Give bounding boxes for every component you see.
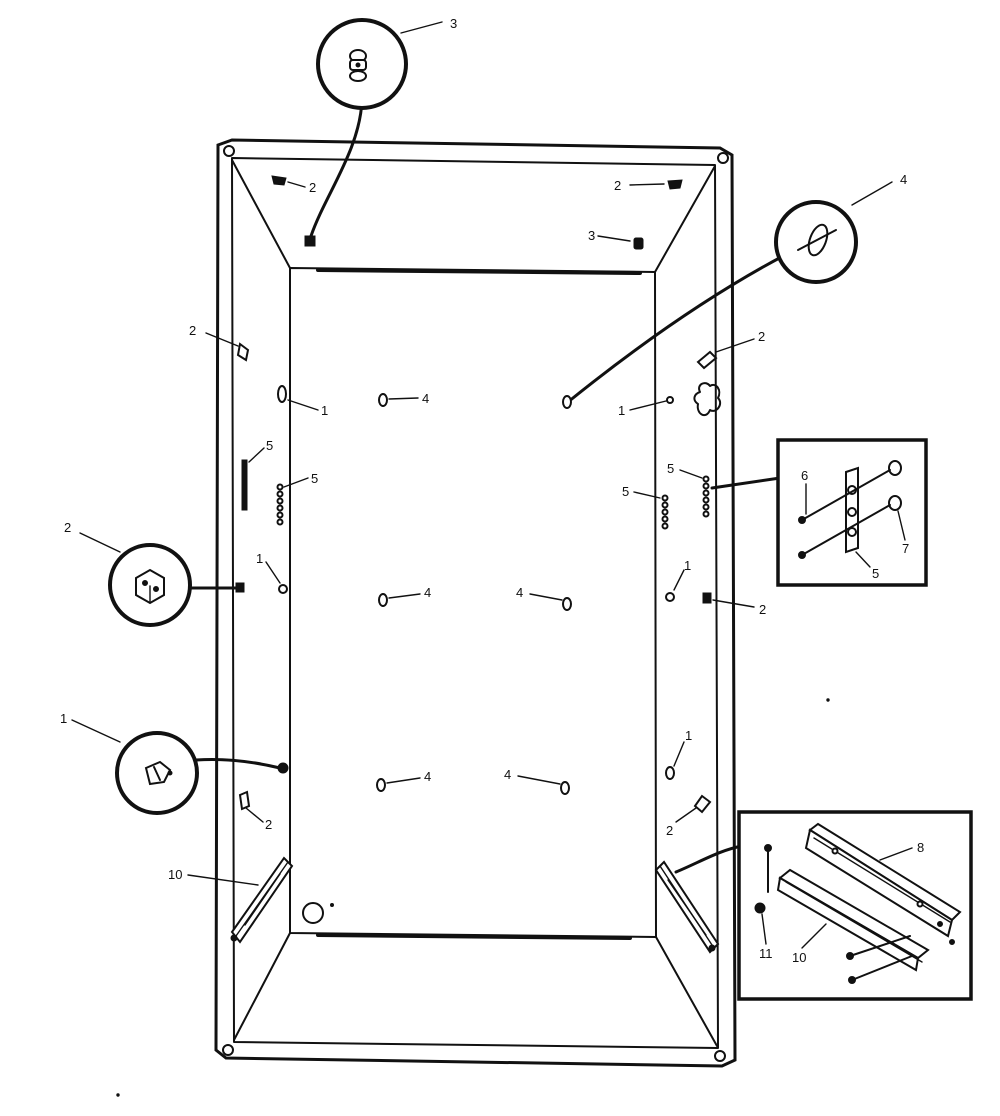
label-right-strip-b: 5 — [622, 484, 629, 499]
label-top-clip-right: 2 — [614, 178, 621, 193]
callout-right: 4 — [566, 172, 907, 404]
label-inset-rail-bottom: 10 — [792, 950, 806, 965]
left-dot-strip — [276, 483, 284, 526]
plug-icon — [349, 49, 367, 82]
inset-strip-detail: 6 7 5 — [710, 438, 928, 587]
cabinet-frame — [214, 138, 737, 1068]
back-fastener-r2-left — [378, 593, 388, 607]
callout-left-upper: 2 — [64, 520, 245, 627]
back-fastener-r1-right — [562, 395, 572, 409]
label-right-hinge-lower: 1 — [685, 728, 692, 743]
back-fastener-r3-right — [560, 781, 570, 795]
label-inset-stud-right: 7 — [902, 541, 909, 556]
right-dot-strip-a — [702, 475, 710, 518]
label-left-clip-upper: 2 — [189, 323, 196, 338]
label-right-clip-upper: 2 — [758, 329, 765, 344]
back-fastener-r1-left — [378, 393, 388, 407]
label-back-r2-right: 4 — [516, 585, 523, 600]
back-fastener-r2-right — [562, 597, 572, 611]
label-back-r3-right: 4 — [504, 767, 511, 782]
right-panel-parts: 2 1 5 5 1 — [618, 329, 766, 954]
callout-left-lower: 1 — [60, 711, 289, 815]
label-inset-strip: 5 — [872, 566, 879, 581]
left-hinge-mid — [278, 584, 288, 594]
top-panel-parts: 2 2 3 — [271, 175, 683, 250]
label-left-dot-strip: 5 — [311, 471, 318, 486]
label-inset-screw-left: 11 — [759, 946, 773, 961]
label-callout-right: 4 — [900, 172, 907, 187]
right-dot-strip-b — [661, 494, 669, 530]
left-clip-lower — [238, 790, 251, 811]
hinge-icon — [144, 760, 173, 786]
label-right-hinge-upper: 1 — [618, 403, 625, 418]
back-fastener-r3-left — [376, 778, 386, 792]
left-clip-upper — [236, 342, 250, 362]
label-callout-left-upper: 2 — [64, 520, 71, 535]
label-left-hinge-mid: 1 — [256, 551, 263, 566]
block-icon — [135, 568, 165, 605]
label-left-clip-lower: 2 — [265, 817, 272, 832]
back-panel-parts: 4 4 4 4 4 — [376, 391, 572, 795]
top-square-plug — [304, 235, 316, 247]
right-hinge-upper — [666, 396, 674, 404]
top-plug — [633, 237, 644, 250]
label-callout-left-lower: 1 — [60, 711, 67, 726]
right-clip-mid — [702, 592, 712, 604]
left-rail — [230, 856, 294, 944]
label-right-clip-mid: 2 — [759, 602, 766, 617]
label-left-hinge-upper: 1 — [321, 403, 328, 418]
label-right-clip-lower: 2 — [666, 823, 673, 838]
right-wall-cutout — [693, 382, 722, 417]
inset-rail-detail: 8 11 10 — [674, 810, 973, 1001]
label-top-plug: 3 — [588, 228, 595, 243]
label-left-rail: 10 — [168, 867, 182, 882]
top-clip-right — [667, 179, 683, 190]
right-rail — [654, 860, 720, 954]
label-callout-top: 3 — [450, 16, 457, 31]
label-right-hinge-mid: 1 — [684, 558, 691, 573]
label-inset-rail-top: 8 — [917, 840, 924, 855]
right-hinge-mid — [665, 592, 675, 602]
left-hinge-upper — [277, 385, 287, 403]
left-panel-parts: 2 1 5 5 1 2 — [168, 323, 328, 944]
right-clip-lower — [693, 794, 712, 814]
top-clip-left — [271, 175, 287, 186]
left-side-strip — [241, 459, 248, 511]
label-left-side-strip: 5 — [266, 438, 273, 453]
right-hinge-lower — [665, 766, 675, 780]
screw-icon — [797, 223, 837, 257]
label-right-strip-a: 5 — [667, 461, 674, 476]
callout-top: 3 — [309, 16, 457, 238]
label-back-r1-left: 4 — [422, 391, 429, 406]
right-clip-upper — [696, 350, 718, 370]
label-top-clip-left: 2 — [309, 180, 316, 195]
label-back-r2-left: 4 — [424, 585, 431, 600]
label-inset-screw-top: 6 — [801, 468, 808, 483]
label-back-r3-left: 4 — [424, 769, 431, 784]
